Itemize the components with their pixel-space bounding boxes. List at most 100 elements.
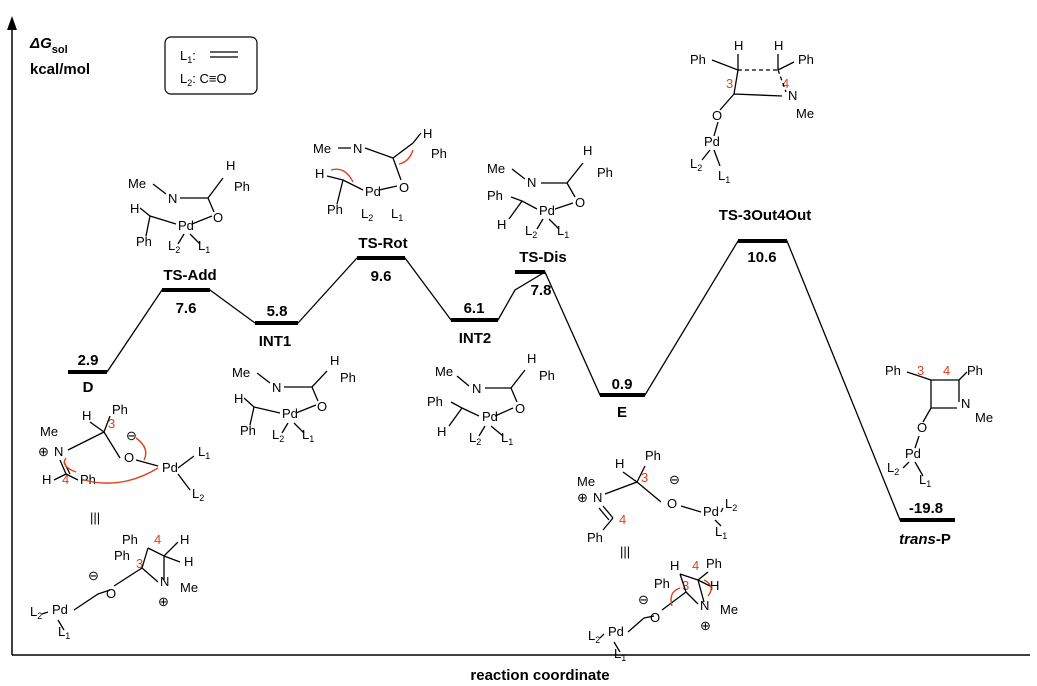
structure-ts-3out4out: H H Ph Ph 3 4 N Me O Pd L2 L1 [690,38,814,185]
atom-label: O [317,399,327,414]
structure-zwitterion-E: Ph H 3 ⊖ Me ⊕ N O Pd L2 4 L1 Ph [577,448,737,545]
axes [7,16,1030,656]
atom-label: H [583,143,592,158]
atom-label: H [670,558,679,573]
bond-lines [598,465,724,531]
bond-lines [701,54,795,167]
atom-label: Ph [967,363,983,378]
atom-label: N [593,490,602,505]
atom-label: Ph [690,52,706,67]
atom-label: H [315,166,324,181]
atom-label: O [124,450,134,465]
bond-lines [599,571,711,653]
legend-l1: L1: [180,48,196,65]
atom-label: H [226,158,235,173]
atom-label: L2 [168,238,180,255]
atom-label: N [272,380,281,395]
bond-lines [902,371,968,477]
atom-label: Me [435,364,453,379]
atom-label: O [515,401,525,416]
name-trans-P: trans-P [899,531,951,548]
atom-label: Pd [905,446,921,461]
atom-label: O [667,496,677,511]
curved-arrow-icon [330,168,354,183]
atom-label: L2 [272,427,284,444]
ligand-legend: L1: L2: C≡O [164,36,258,95]
structure-resonance-E: H 4 Ph Ph 3 H ⊖ N Me O ⊕ L2 Pd L1 [588,556,738,663]
atom-label: Pd [282,406,298,421]
name-ts-dis: TS-Dis [519,249,567,266]
y-axis-label: ΔGsol [29,35,68,56]
atom-label: Ph [431,146,447,161]
atom-label: H [42,472,51,487]
atom-label: L2 [192,486,204,503]
name-ts-rot: TS-Rot [358,235,407,252]
curved-arrow-icon [670,587,681,607]
charge-minus-icon: ⊖ [88,568,99,583]
atom-number: 4 [619,512,626,527]
atom-label: H [330,353,339,368]
breaking-bond-dashed [738,69,787,93]
atom-label: L1 [198,238,210,255]
atom-number: 4 [943,363,950,378]
atom-label: H [615,456,624,471]
x-axis-label: reaction coordinate [470,667,609,684]
atom-label: N [961,396,970,411]
profile-path [68,239,955,522]
structure-int2: Me N H Ph Ph Pd O H L2 L1 [427,351,555,447]
structure-ts-rot: Me N H Ph H Pd O Ph L2 L1 [313,126,447,223]
atom-label: H [234,391,243,406]
name-D: D [83,379,94,396]
atom-label: H [130,201,139,216]
charge-plus-icon: ⊕ [158,594,169,609]
atom-label: Ph [885,363,901,378]
structure-resonance-D: Ph 4 H Ph 3 H ⊖ N Me O ⊕ L2 Pd L1 [30,532,198,641]
atom-label: Me [796,106,814,121]
value-ts-dis: 7.8 [531,282,552,299]
atom-label: O [575,195,585,210]
atom-label: Ph [112,402,128,417]
atom-label: H [437,424,446,439]
name-E: E [617,404,627,421]
atom-label: Me [40,424,58,439]
value-int1: 5.8 [267,303,288,320]
structure-zwitterion-D: Ph H 3 Me ⊖ ⊕ N O Pd L1 L2 H 4 Ph [38,402,210,503]
atom-label: O [917,420,927,435]
atom-label: Me [975,410,993,425]
atom-label: L2 [588,628,600,645]
atom-label: Ph [539,368,555,383]
structure-int1: Me N H Ph H Pd O Ph L2 L1 [232,353,356,444]
atom-number: 3 [917,363,924,378]
atom-label: Ph [234,179,250,194]
atom-label: Me [577,474,595,489]
atom-number: 4 [154,532,161,547]
bond-lines [243,370,328,434]
atom-label: N [54,444,63,459]
atom-label: L1 [919,472,931,489]
atom-label: H [527,351,536,366]
value-int2: 6.1 [464,300,485,317]
curved-arrow-icon [83,467,159,484]
name-int1: INT1 [259,333,292,350]
atom-label: H [423,126,432,141]
atom-label: H [734,38,743,53]
atom-label: L1 [198,444,210,461]
atom-label: L2 [887,460,899,477]
charge-plus-icon: ⊕ [577,490,588,505]
atom-label: Me [128,176,146,191]
atom-label: Pd [704,134,720,149]
atom-label: Me [720,602,738,617]
atom-label: L1 [302,427,314,444]
name-ts-3out4out: TS-3Out4Out [719,207,812,224]
atom-label: Pd [703,504,719,519]
atom-label: Me [313,141,331,156]
legend-l2: L2: C≡O [180,71,227,88]
atom-label: Ph [706,556,722,571]
atom-label: Ph [80,472,96,487]
legend-box [164,36,258,95]
atom-label: N [160,574,169,589]
atom-label: L1 [58,624,70,641]
atom-label: N [472,381,481,396]
charge-minus-icon: ⊖ [638,592,649,607]
atom-label: L2 [725,496,737,513]
